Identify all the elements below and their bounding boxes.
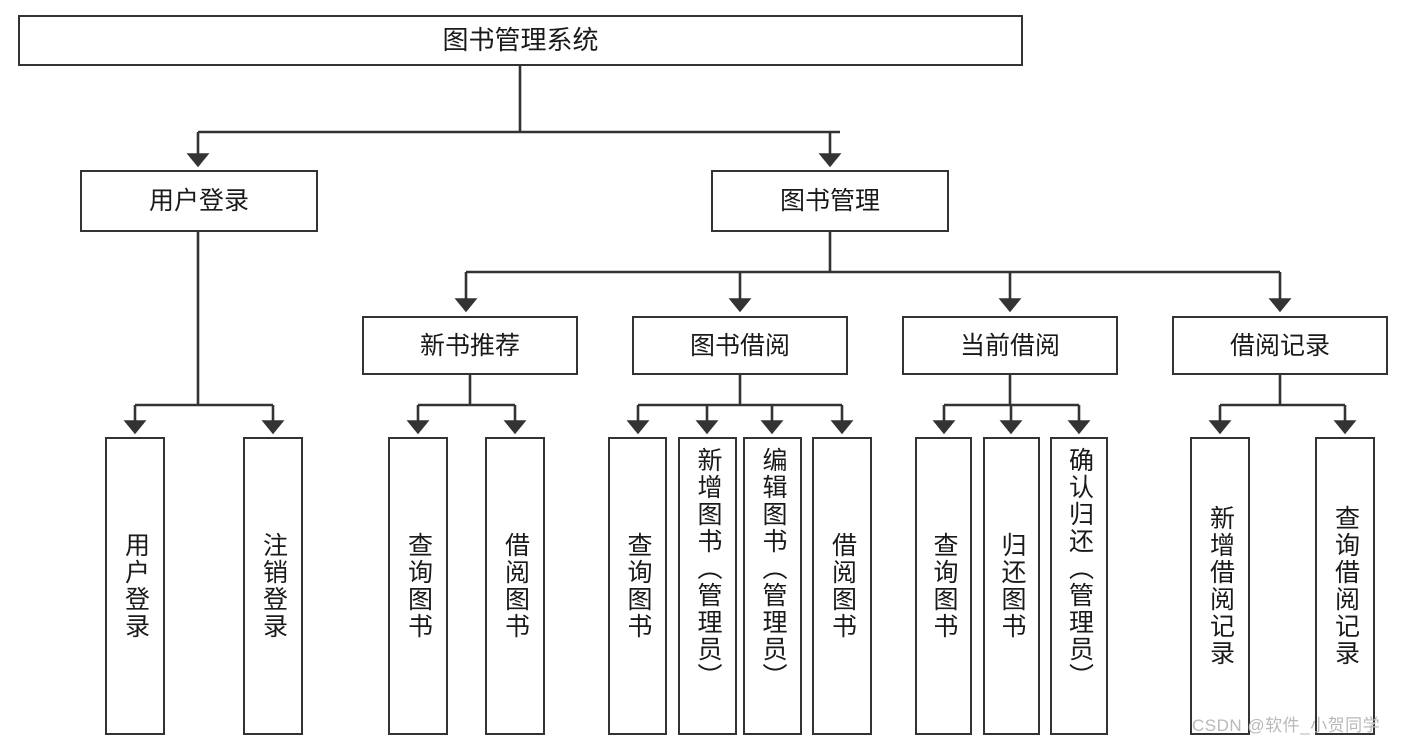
node-leaf-confirm-return-admin[interactable]: 确认归还（管理员） [1050, 437, 1108, 735]
node-book-management[interactable]: 图书管理 [711, 170, 949, 232]
node-label: 新书推荐 [419, 331, 520, 360]
node-leaf-user-login[interactable]: 用户登录 [105, 437, 165, 735]
node-label: 借阅记录 [1229, 331, 1330, 360]
node-label: 图书管理 [779, 187, 880, 215]
node-label: 用户登录 [121, 532, 150, 640]
node-label: 用户登录 [148, 187, 249, 215]
node-root-library-system[interactable]: 图书管理系统 [18, 15, 1023, 66]
node-leaf-query-borrow-record[interactable]: 查询借阅记录 [1315, 437, 1375, 735]
node-leaf-return-book[interactable]: 归还图书 [983, 437, 1040, 735]
node-leaf-query-book-borrow[interactable]: 查询图书 [608, 437, 667, 735]
node-leaf-add-book-admin[interactable]: 新增图书（管理员） [678, 437, 737, 735]
node-label: 查询图书 [624, 532, 652, 640]
node-current-borrow[interactable]: 当前借阅 [902, 316, 1118, 375]
node-label: 归还图书 [998, 532, 1026, 640]
node-label: 查询图书 [404, 532, 433, 640]
node-label: 新增借阅记录 [1206, 505, 1235, 667]
node-label: 当前借阅 [959, 331, 1060, 360]
node-label: 借阅图书 [828, 532, 857, 640]
node-label: 注销登录 [259, 532, 288, 640]
node-user-login[interactable]: 用户登录 [80, 170, 318, 232]
node-leaf-add-borrow-record[interactable]: 新增借阅记录 [1190, 437, 1250, 735]
node-label: 查询图书 [930, 532, 958, 640]
node-label: 编辑图书（管理员） [759, 447, 787, 690]
node-label: 图书借阅 [689, 331, 790, 360]
node-leaf-edit-book-admin[interactable]: 编辑图书（管理员） [743, 437, 802, 735]
node-label: 新增图书（管理员） [694, 447, 722, 690]
node-leaf-borrow-book[interactable]: 借阅图书 [812, 437, 872, 735]
node-label: 确认归还（管理员） [1065, 447, 1094, 690]
node-book-borrow[interactable]: 图书借阅 [632, 316, 848, 375]
node-leaf-borrow-book-recommend[interactable]: 借阅图书 [485, 437, 545, 735]
node-leaf-query-book-recommend[interactable]: 查询图书 [388, 437, 448, 735]
node-borrow-record[interactable]: 借阅记录 [1172, 316, 1388, 375]
node-new-book-recommend[interactable]: 新书推荐 [362, 316, 578, 375]
node-leaf-query-book-current[interactable]: 查询图书 [915, 437, 972, 735]
node-label: 查询借阅记录 [1331, 505, 1360, 667]
node-leaf-logout[interactable]: 注销登录 [243, 437, 303, 735]
node-label: 借阅图书 [501, 532, 530, 640]
node-label: 图书管理系统 [442, 24, 599, 55]
